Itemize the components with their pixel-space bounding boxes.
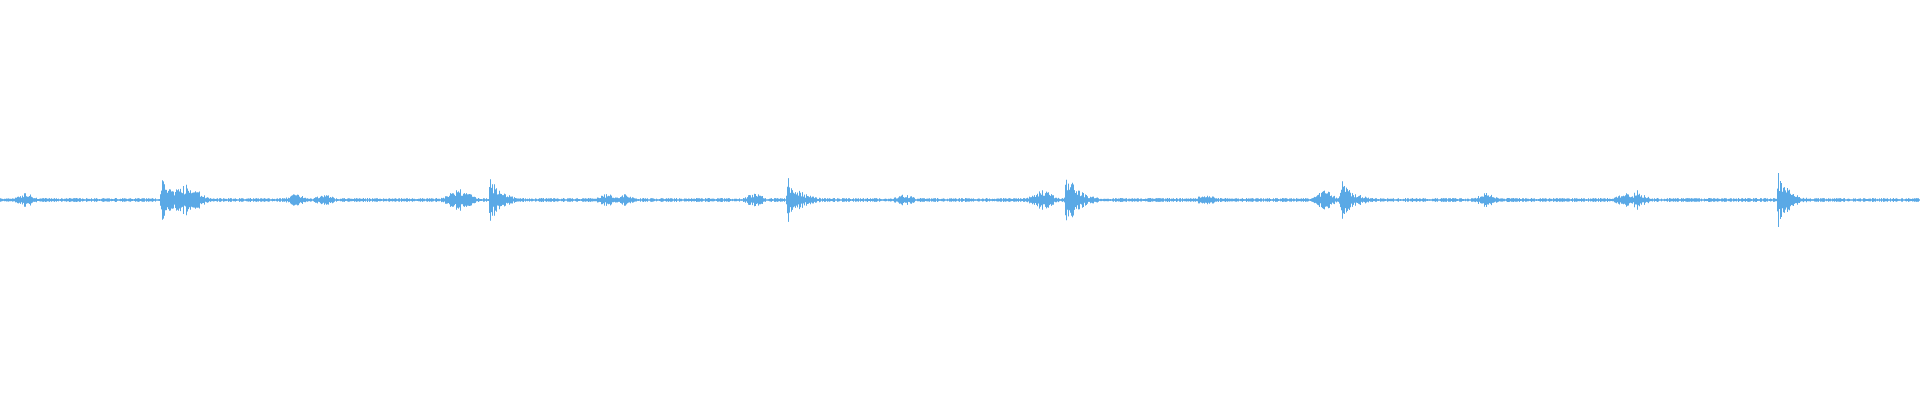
waveform-path <box>0 173 1920 227</box>
